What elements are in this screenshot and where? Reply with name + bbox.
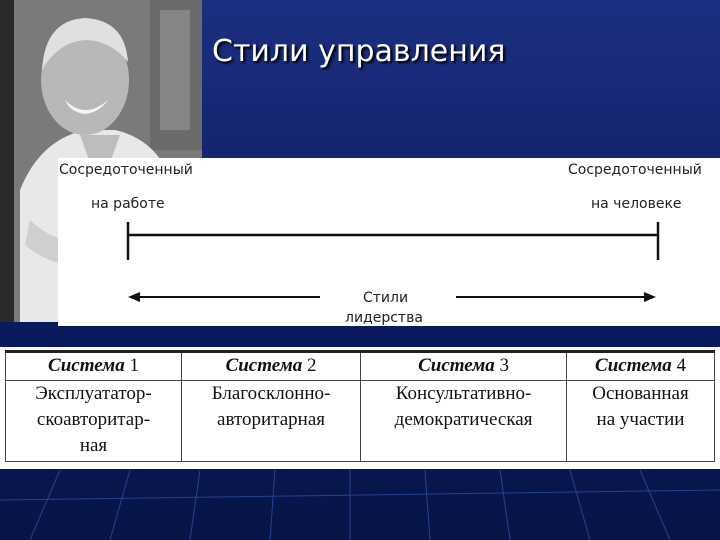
page-title: Стили управления — [212, 34, 506, 69]
system-3-number: 3 — [499, 355, 510, 376]
system-4-word: Система — [595, 355, 672, 376]
right-label-line2: на человеке — [591, 196, 682, 212]
diagram-lines — [126, 222, 660, 302]
left-label-line1: Сосредоточенный — [59, 162, 193, 178]
right-label-line1: Сосредоточенный — [568, 162, 702, 178]
system-4-header: Система 4 — [566, 350, 715, 381]
background-decoration — [0, 470, 720, 540]
left-arrow — [128, 292, 320, 302]
system-2-description: Благосклонно- авторитарная — [180, 380, 362, 462]
system-1-description: Эксплуататор- скоавторитар- ная — [5, 380, 182, 462]
center-label-line1: Стили — [363, 290, 409, 306]
system-3-description: Консультативно- демократическая — [360, 380, 567, 462]
system-2-header: Система 2 — [180, 350, 362, 381]
leadership-diagram: Сосредоточенный на работе Сосредоточенны… — [58, 158, 720, 326]
system-3-header: Система 3 — [360, 350, 567, 381]
system-4-description: Основанная на участии — [566, 380, 715, 462]
system-1-word: Система — [48, 355, 125, 376]
system-3-word: Система — [418, 355, 495, 376]
systems-table: Система 1 Система 2 Система 3 Система 4 … — [5, 350, 715, 462]
system-2-number: 2 — [307, 355, 317, 376]
system-1-header: Система 1 — [5, 350, 182, 381]
systems-description-row: Эксплуататор- скоавторитар- ная Благоскл… — [5, 380, 715, 462]
systems-header-row: Система 1 Система 2 Система 3 Система 4 — [5, 350, 715, 381]
left-label-line2: на работе — [91, 196, 165, 212]
center-label-line2: лидерства — [345, 310, 423, 326]
right-arrow — [456, 292, 656, 302]
system-2-word: Система — [225, 355, 303, 376]
system-4-number: 4 — [676, 355, 686, 376]
systems-panel: Система 1 Система 2 Система 3 Система 4 … — [0, 347, 720, 469]
system-1-number: 1 — [129, 355, 139, 376]
